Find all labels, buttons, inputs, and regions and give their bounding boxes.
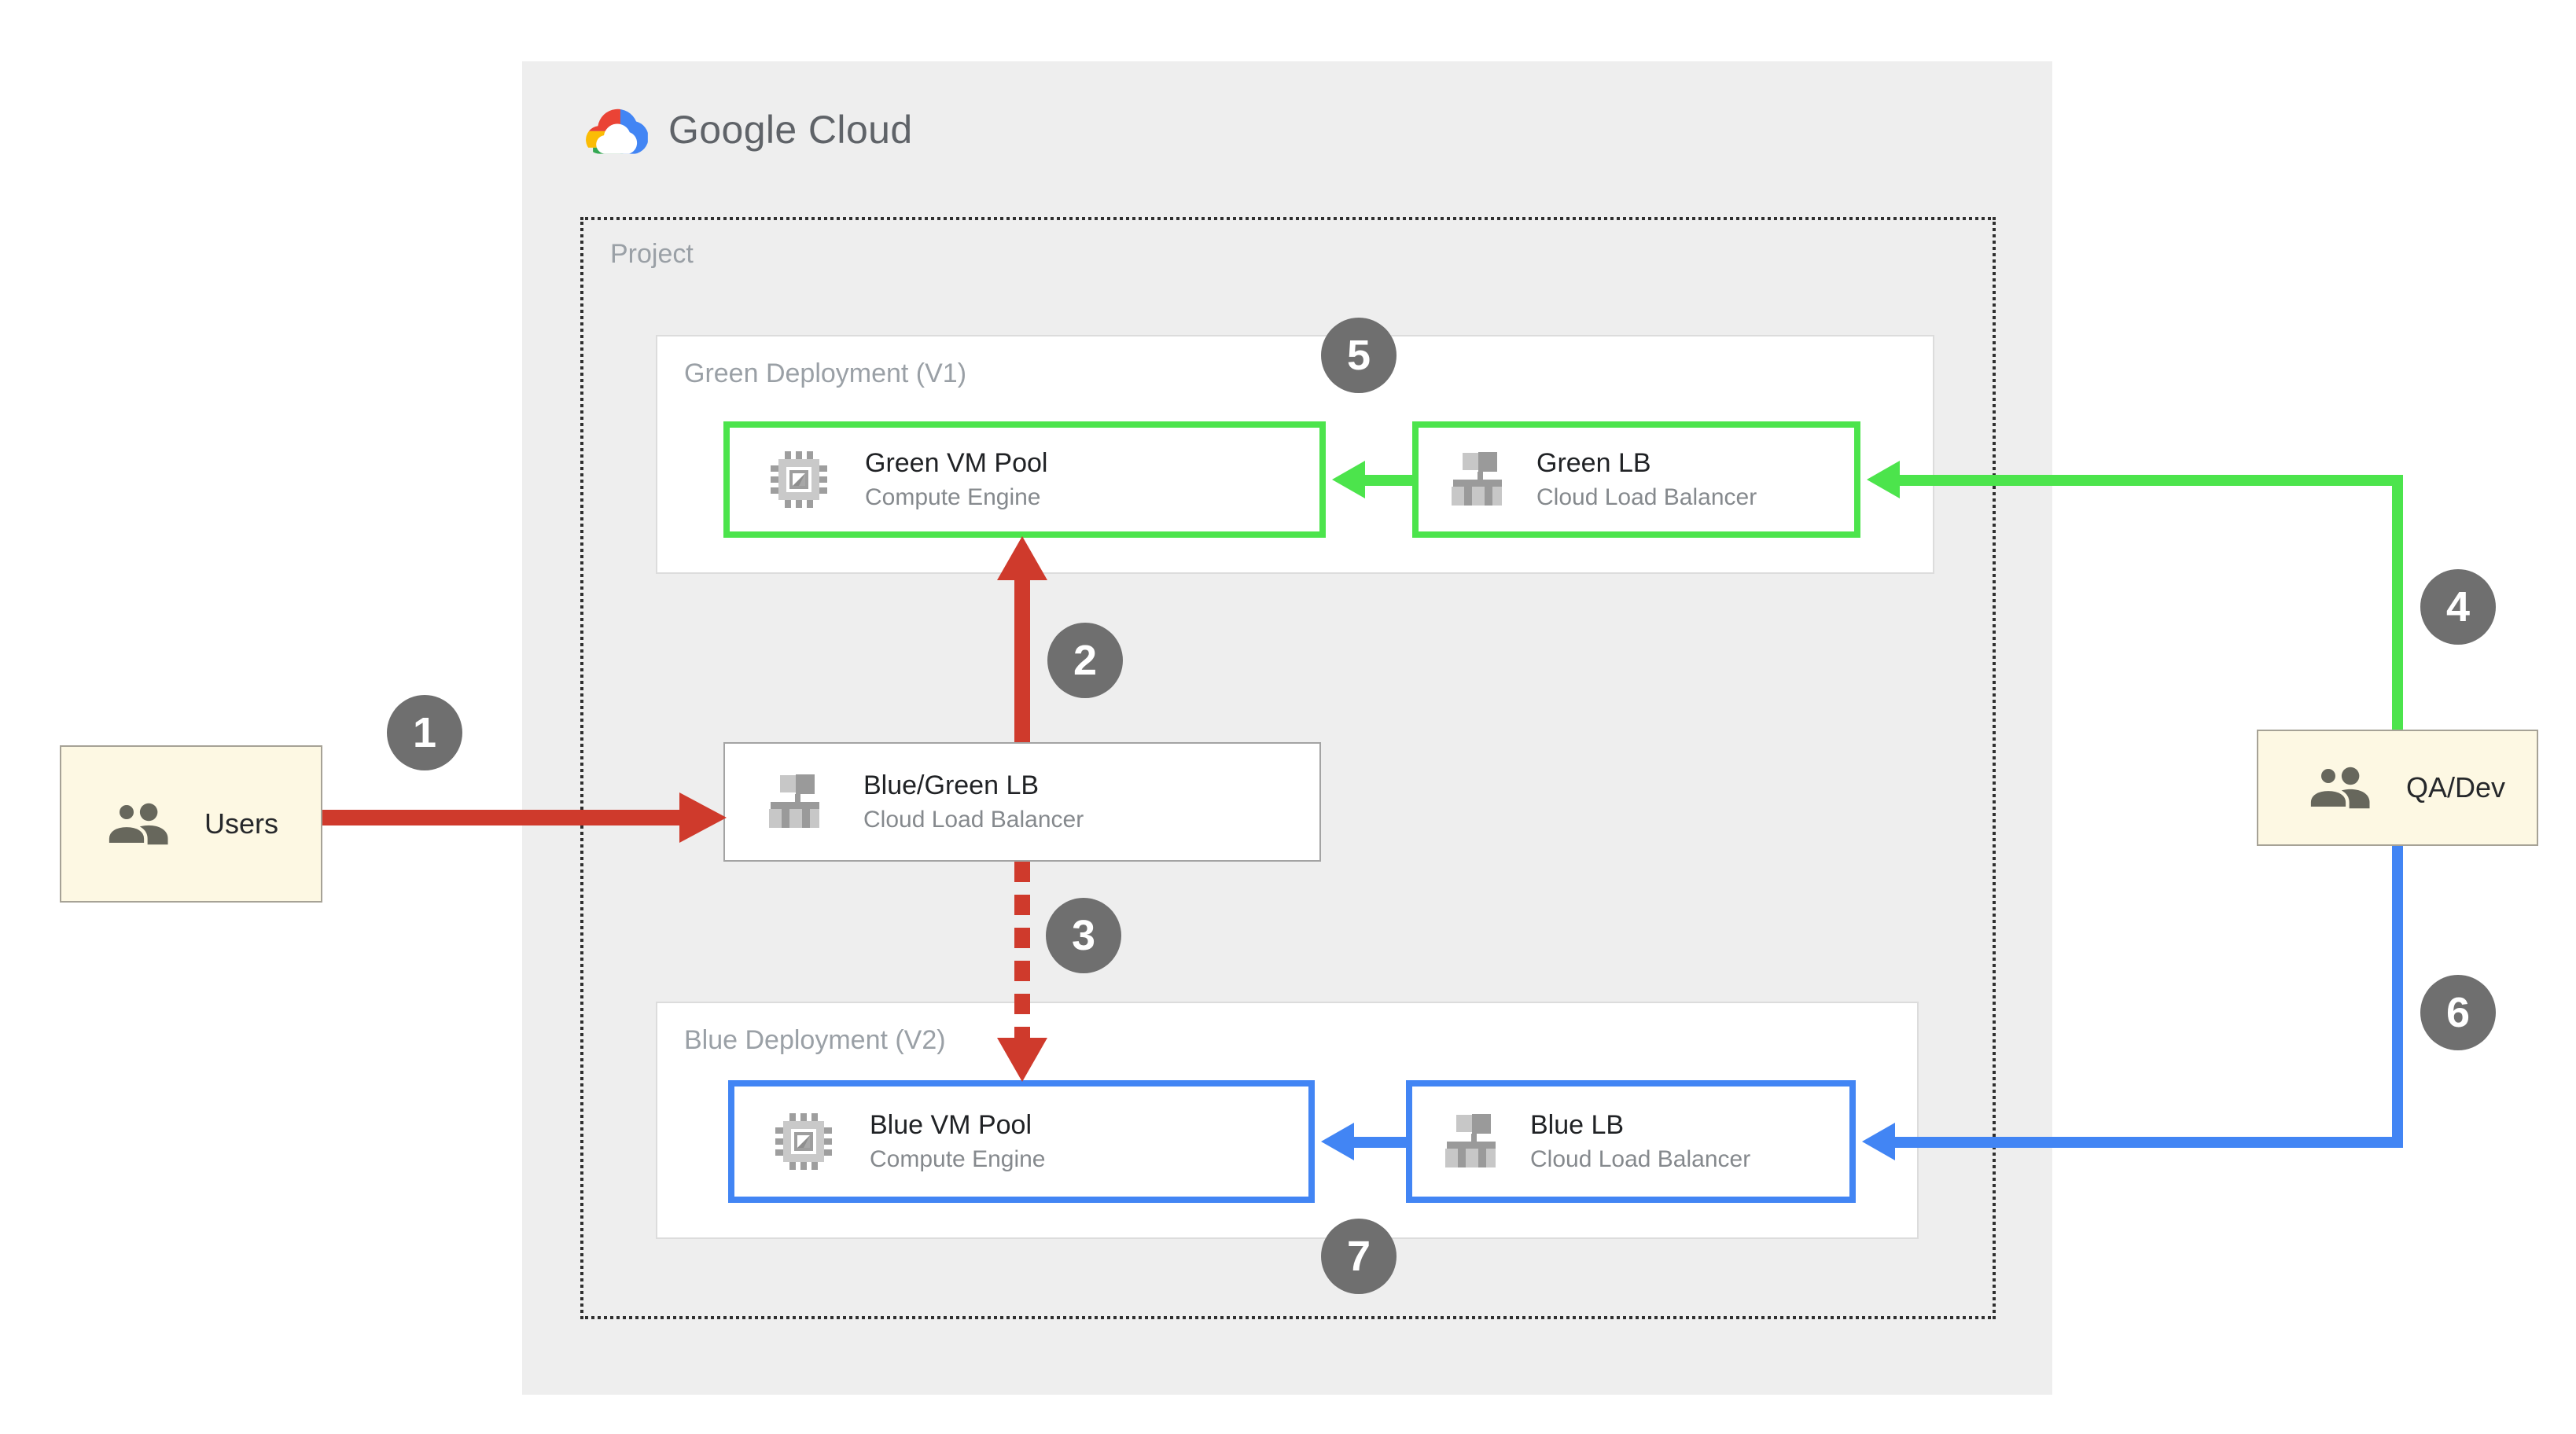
node-title: QA/Dev xyxy=(2406,771,2506,803)
arrow-green-lb-to-green-vm-shaft xyxy=(1362,475,1412,486)
step-badge-3: 3 xyxy=(1046,898,1121,973)
step-badge-5: 5 xyxy=(1321,318,1397,393)
load-balancer-icon xyxy=(1448,448,1511,511)
step-badge-7: 7 xyxy=(1321,1219,1397,1294)
node-subtitle: Compute Engine xyxy=(870,1145,1046,1173)
arrow-qadev-to-blue-lb-shaft-vertical xyxy=(2392,846,2403,1148)
node-subtitle: Cloud Load Balancer xyxy=(1530,1145,1751,1173)
arrow-green-lb-to-green-vm-head xyxy=(1332,461,1365,498)
arrow-users-to-bluegreen-lb-shaft xyxy=(322,810,683,825)
compute-engine-icon xyxy=(772,1110,835,1173)
node-title: Green LB xyxy=(1536,447,1651,477)
blue-lb-node: Blue LB Cloud Load Balancer xyxy=(1406,1080,1856,1203)
arrow-qadev-to-green-lb-head xyxy=(1867,461,1900,498)
users-node: Users xyxy=(60,745,322,903)
step-badge-6: 6 xyxy=(2420,975,2496,1050)
step-badge-1: 1 xyxy=(387,695,462,770)
arrow-qadev-to-blue-lb-shaft-horizontal xyxy=(1892,1137,2403,1148)
arrow-qadev-to-green-lb-shaft-vertical xyxy=(2392,475,2403,730)
arrow-blue-lb-to-blue-vm-head xyxy=(1321,1123,1354,1160)
green-vm-pool-node: Green VM Pool Compute Engine xyxy=(723,421,1326,538)
compute-engine-icon xyxy=(767,448,830,511)
google-cloud-logo: Google Cloud xyxy=(582,104,913,157)
project-label: Project xyxy=(610,239,694,269)
arrow-users-to-bluegreen-lb-head xyxy=(679,792,727,843)
load-balancer-icon xyxy=(766,770,829,833)
arrow-bluegreen-lb-to-green-vm-head xyxy=(997,536,1047,580)
step-badge-4: 4 xyxy=(2420,569,2496,645)
users-icon xyxy=(104,800,173,848)
node-subtitle: Cloud Load Balancer xyxy=(1536,484,1757,511)
arrow-qadev-to-green-lb-shaft-horizontal xyxy=(1897,475,2403,486)
node-subtitle: Compute Engine xyxy=(865,484,1041,511)
arrow-qadev-to-blue-lb-head xyxy=(1862,1123,1895,1160)
users-icon xyxy=(2306,764,2375,811)
green-lb-node: Green LB Cloud Load Balancer xyxy=(1412,421,1860,538)
arrow-blue-lb-to-blue-vm-shaft xyxy=(1351,1137,1406,1148)
node-title: Blue/Green LB xyxy=(863,770,1040,800)
node-subtitle: Cloud Load Balancer xyxy=(863,806,1084,833)
google-cloud-wordmark: Google Cloud xyxy=(668,108,913,152)
blue-deployment-title: Blue Deployment (V2) xyxy=(684,1025,946,1055)
load-balancer-icon xyxy=(1442,1110,1505,1173)
node-title: Green VM Pool xyxy=(865,447,1048,477)
google-cloud-icon xyxy=(582,104,648,157)
arrow-bluegreen-lb-to-blue-vm-head xyxy=(997,1038,1047,1082)
node-title: Blue LB xyxy=(1530,1109,1625,1139)
arrow-bluegreen-lb-to-blue-vm-dashed-shaft xyxy=(1014,862,1030,1038)
node-title: Blue VM Pool xyxy=(870,1109,1032,1139)
qa-dev-node: QA/Dev xyxy=(2257,730,2538,846)
blue-green-lb-node: Blue/Green LB Cloud Load Balancer xyxy=(723,742,1321,862)
node-title: Users xyxy=(204,807,279,840)
blue-vm-pool-node: Blue VM Pool Compute Engine xyxy=(728,1080,1315,1203)
project-boundary: Project xyxy=(580,217,1996,1319)
green-deployment-title: Green Deployment (V1) xyxy=(684,358,967,388)
arrow-bluegreen-lb-to-green-vm-shaft xyxy=(1014,575,1030,742)
step-badge-2: 2 xyxy=(1047,623,1123,698)
